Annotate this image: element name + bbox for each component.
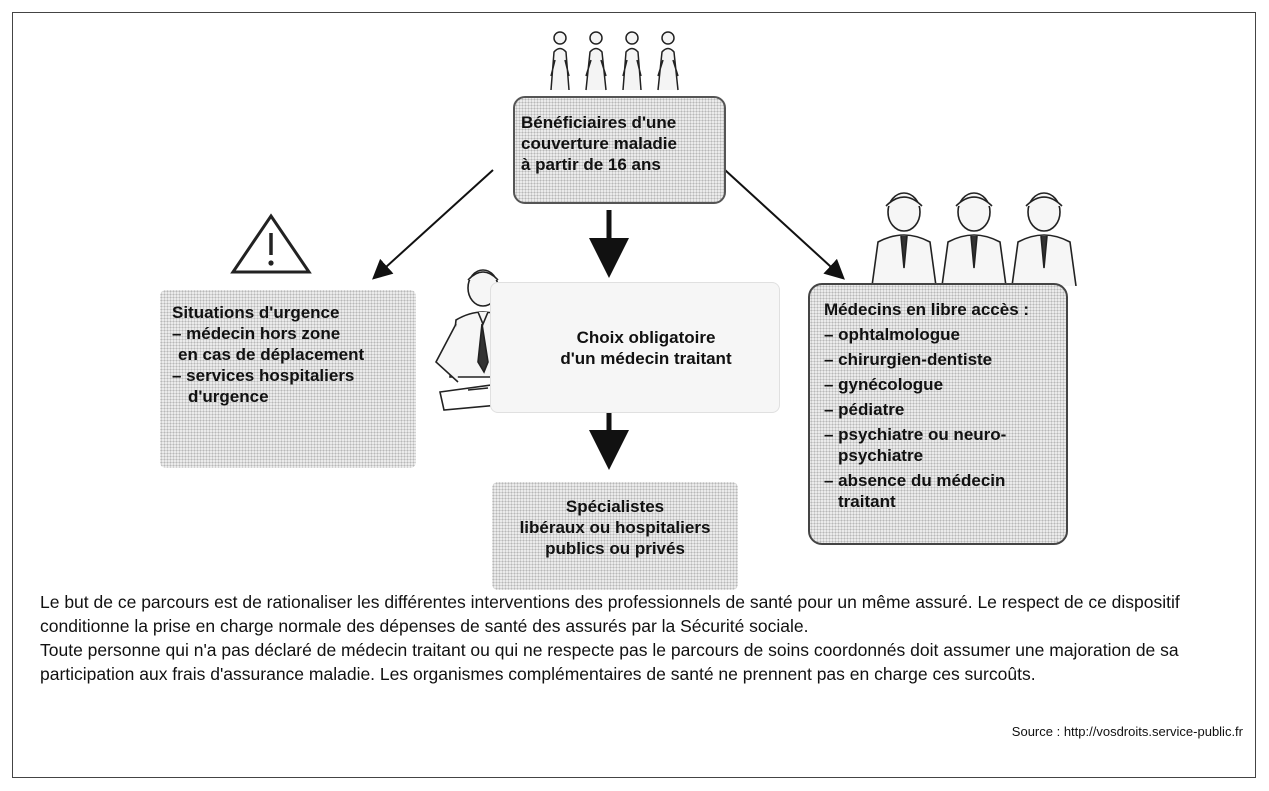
medecins-item: psychiatre <box>838 446 924 465</box>
choix-box: Choix obligatoire d'un médecin traitant <box>490 282 780 413</box>
paragraph-1: Le but de ce parcours est de rationalise… <box>40 592 1180 636</box>
specialistes-line-3: publics ou privés <box>545 539 685 558</box>
patients-group-icon <box>550 31 679 91</box>
paragraph-2: Toute personne qui n'a pas déclaré de mé… <box>40 640 1179 684</box>
choix-line-2: d'un médecin traitant <box>560 348 732 368</box>
medecins-list: – ophtalmologue – chirurgien-dentiste – … <box>824 324 1058 512</box>
medecins-item: – ophtalmologue <box>824 325 960 344</box>
warning-triangle-icon <box>230 213 312 274</box>
medecins-title: Médecins en libre accès : <box>824 300 1030 319</box>
source-citation: Source : http://vosdroits.service-public… <box>1011 724 1243 739</box>
figure-frame <box>12 12 1256 778</box>
urgence-title: Situations d'urgence <box>172 303 340 322</box>
choix-line-1: Choix obligatoire <box>576 327 716 347</box>
urgence-item: d'urgence <box>188 387 269 406</box>
specialistes-box: Spécialistes libéraux ou hospitaliers pu… <box>492 482 738 590</box>
specialistes-line-1: Spécialistes <box>565 497 665 516</box>
urgence-box: Situations d'urgence – médecin hors zone… <box>160 290 416 468</box>
urgence-item: – services hospitaliers <box>172 366 355 385</box>
specialistes-line-2: libéraux ou hospitaliers <box>519 518 711 537</box>
arrow-to-urgence <box>372 169 494 280</box>
medecins-item: – psychiatre ou neuro- <box>824 425 1007 444</box>
medecins-item: – absence du médecin <box>824 471 1006 490</box>
urgence-item: – médecin hors zone <box>172 324 341 343</box>
medecins-box: Médecins en libre accès : – ophtalmologu… <box>808 283 1068 545</box>
urgence-item: en cas de déplacement <box>178 345 365 364</box>
arrow-to-medecins <box>724 169 845 280</box>
medecins-item: – gynécologue <box>824 375 944 394</box>
urgence-list: – médecin hors zone en cas de déplacemen… <box>172 323 408 407</box>
medecins-item: – chirurgien-dentiste <box>824 350 993 369</box>
beneficiaires-box: Bénéficiaires d'une couverture maladie à… <box>513 96 726 204</box>
beneficiaires-line-1: Bénéficiaires d'une <box>521 113 677 132</box>
explanation-text: Le but de ce parcours est de rationalise… <box>40 590 1240 686</box>
beneficiaires-line-2: couverture maladie <box>521 134 677 153</box>
beneficiaires-line-3: à partir de 16 ans <box>521 155 661 174</box>
medecins-item: – pédiatre <box>824 400 905 419</box>
medecins-item: traitant <box>838 492 896 511</box>
doctors-group-icon <box>871 192 1077 286</box>
